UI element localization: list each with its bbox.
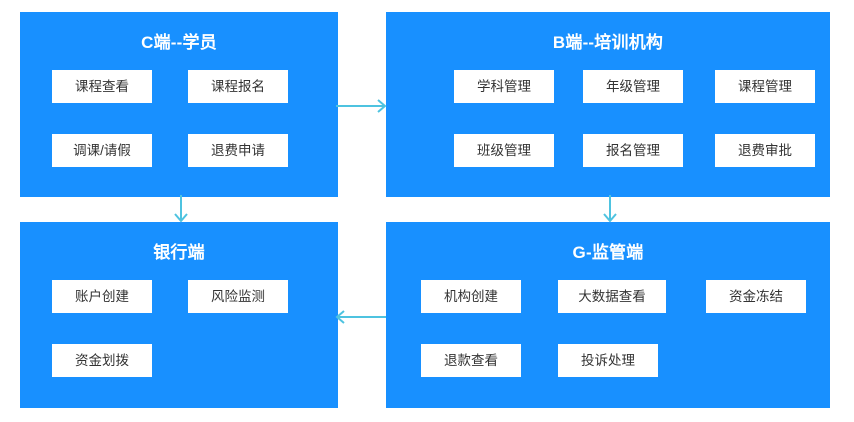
tile-refund-approval[interactable]: 退费审批 — [715, 134, 815, 167]
tile-course-view[interactable]: 课程查看 — [52, 70, 152, 103]
tile-class-management[interactable]: 班级管理 — [454, 134, 554, 167]
connector-g-to-bank-arrow — [335, 310, 386, 324]
tile-fund-transfer[interactable]: 资金划拨 — [52, 344, 152, 377]
tile-refund-request[interactable]: 退费申请 — [188, 134, 288, 167]
tile-refund-view[interactable]: 退款查看 — [421, 344, 521, 377]
tile-course-management[interactable]: 课程管理 — [715, 70, 815, 103]
tile-complaint-handling[interactable]: 投诉处理 — [558, 344, 658, 377]
panel-b-end[interactable]: B端--培训机构 学科管理 年级管理 课程管理 班级管理 报名管理 退费审批 — [386, 12, 830, 197]
panel-title-b-end: B端--培训机构 — [552, 33, 664, 52]
tile-reschedule-leave[interactable]: 调课/请假 — [52, 134, 152, 167]
tile-course-enroll[interactable]: 课程报名 — [188, 70, 288, 103]
tile-bigdata-view[interactable]: 大数据查看 — [558, 280, 666, 313]
panel-title-g-end: G-监管端 — [572, 243, 644, 262]
panel-c-end[interactable]: C端--学员 课程查看 课程报名 调课/请假 退费申请 — [20, 12, 338, 197]
panel-bank-end[interactable]: 银行端 账户创建 风险监测 资金划拨 — [20, 222, 338, 408]
tile-enrollment-management[interactable]: 报名管理 — [583, 134, 683, 167]
panel-title-c-end: C端--学员 — [141, 33, 217, 52]
tile-account-creation[interactable]: 账户创建 — [52, 280, 152, 313]
tile-grade-management[interactable]: 年级管理 — [583, 70, 683, 103]
panel-g-end[interactable]: G-监管端 机构创建 大数据查看 资金冻结 退款查看 投诉处理 — [386, 222, 830, 408]
tile-risk-monitoring[interactable]: 风险监测 — [188, 280, 288, 313]
tile-institution-creation[interactable]: 机构创建 — [421, 280, 521, 313]
tile-subject-management[interactable]: 学科管理 — [454, 70, 554, 103]
panel-title-bank-end: 银行端 — [153, 243, 205, 262]
connector-b-to-g-arrow — [603, 195, 617, 223]
tile-fund-freeze[interactable]: 资金冻结 — [706, 280, 806, 313]
connector-c-to-bank-arrow — [174, 195, 188, 223]
connector-c-to-b-arrow — [336, 99, 387, 113]
